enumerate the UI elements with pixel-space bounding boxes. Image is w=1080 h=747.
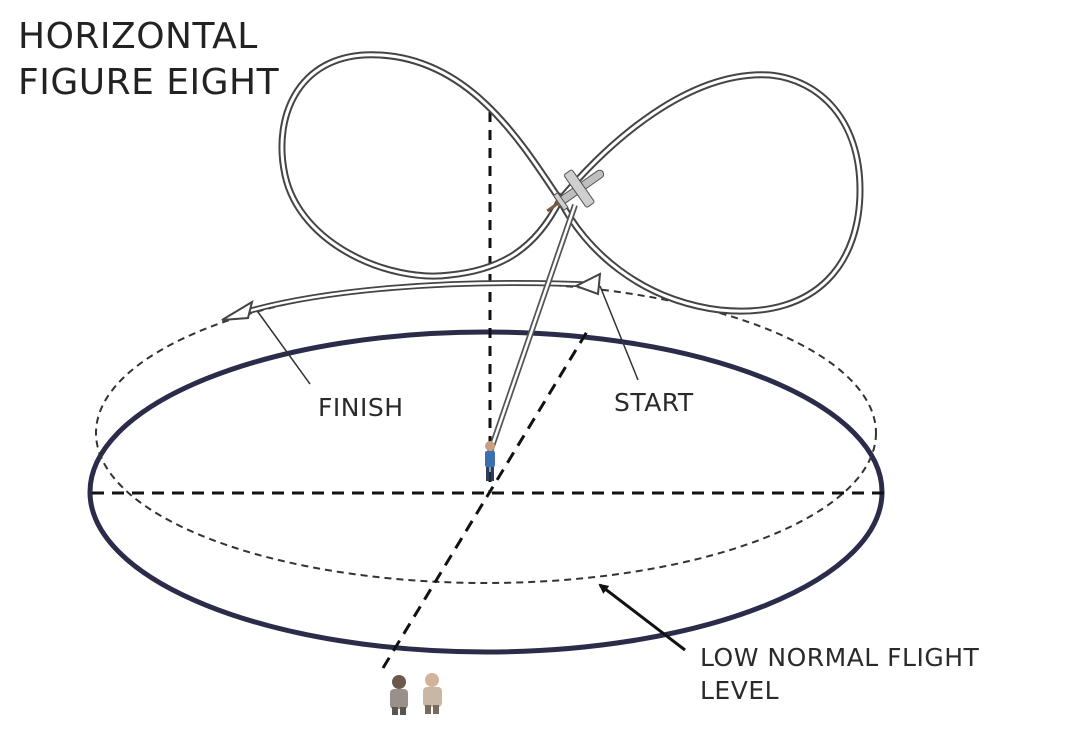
level-label-line-1: LOW NORMAL FLIGHT <box>700 643 980 672</box>
start-leader <box>599 285 639 381</box>
entry-exit-arc <box>221 272 602 321</box>
finish-arrowhead <box>221 299 254 321</box>
start-arrowhead <box>573 272 602 296</box>
finish-leader <box>257 311 311 385</box>
finish-label: FINISH <box>318 393 404 422</box>
level-label-line-2: LEVEL <box>700 676 780 705</box>
spectator-line <box>381 329 590 669</box>
airplane-icon <box>546 169 605 213</box>
spectators-icon <box>390 673 442 715</box>
pilot-icon <box>485 441 495 481</box>
flight-level-ellipse <box>95 282 877 584</box>
level-pointer <box>598 583 686 652</box>
start-label: START <box>614 388 694 417</box>
title-line-2: FIGURE EIGHT <box>18 62 280 103</box>
title-line-1: HORIZONTAL <box>18 16 258 57</box>
control-line <box>487 204 578 453</box>
